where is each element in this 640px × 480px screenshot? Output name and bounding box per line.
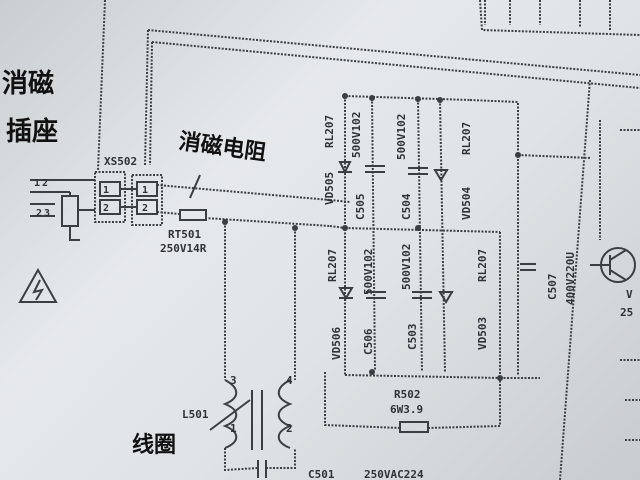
top-right-legend bbox=[484, 0, 611, 30]
transistor-label-25: 25 bbox=[620, 306, 633, 319]
demag-socket: 1 2 2 3 bbox=[30, 178, 95, 241]
cap-c506: C506 500V102 bbox=[362, 249, 386, 355]
diode-vd506-type: RL207 bbox=[326, 249, 339, 282]
cap-c501-value: 250VAC224 bbox=[364, 468, 424, 480]
cap-c507-ref: C507 bbox=[546, 274, 559, 301]
junction-dots bbox=[222, 93, 521, 381]
transistor-label-v: V bbox=[626, 288, 633, 301]
handwritten-coil-note: 线圈 bbox=[132, 432, 176, 458]
cap-c507: C507 400V220U bbox=[520, 252, 577, 305]
connector-pin-1: 1 bbox=[103, 185, 109, 196]
cap-c505-value: 500V102 bbox=[350, 112, 363, 158]
cap-c505-ref: C505 bbox=[354, 194, 367, 221]
socket-pin-3a: 2 bbox=[36, 208, 42, 219]
connector-pin-1b: 1 bbox=[142, 185, 148, 196]
cap-c501-ref: C501 bbox=[308, 468, 335, 480]
choke-pin-4: 4 bbox=[286, 374, 293, 387]
bridge-rectifier bbox=[329, 95, 591, 379]
connector-xs502: XS502 1 2 1 2 bbox=[94, 155, 163, 226]
connector-pin-2b: 2 bbox=[142, 203, 148, 214]
sheet-border bbox=[97, 0, 640, 480]
diode-vd506-ref: VD506 bbox=[330, 327, 343, 360]
thermistor-rt501: RT501 250V14R bbox=[160, 174, 207, 255]
choke-pin-1: 1 bbox=[230, 422, 237, 435]
choke-pin-3: 3 bbox=[230, 374, 237, 387]
resistor-r502: R502 6W3.9 bbox=[324, 372, 501, 433]
cap-c506-value: 500V102 bbox=[362, 249, 375, 295]
cap-c506-ref: C506 bbox=[362, 328, 375, 355]
handwritten-socket-line1: 消磁 bbox=[2, 68, 54, 99]
cap-c503-value: 500V102 bbox=[400, 244, 413, 290]
thermistor-value: 250V14R bbox=[160, 242, 207, 255]
socket-pin-3b: 3 bbox=[44, 208, 50, 219]
resistor-ref: R502 bbox=[394, 388, 421, 401]
thermistor-ref: RT501 bbox=[168, 228, 201, 241]
diode-vd503: VD503 RL207 bbox=[438, 249, 489, 350]
diode-vd503-ref: VD503 bbox=[476, 317, 489, 350]
diode-vd506: VD506 RL207 bbox=[326, 249, 354, 360]
choke-pin-2: 2 bbox=[286, 422, 293, 435]
cap-c504: C504 500V102 bbox=[395, 114, 428, 220]
handwritten-socket-line2: 插座 bbox=[6, 116, 58, 147]
resistor-value: 6W3.9 bbox=[390, 403, 423, 416]
handwritten-thermistor-note: 消磁电阻 bbox=[177, 128, 268, 166]
diode-vd504: VD504 RL207 bbox=[433, 122, 473, 220]
choke-ref: L501 bbox=[182, 408, 209, 421]
transistor-right: V 25 bbox=[590, 120, 640, 441]
socket-pin-1: 1 bbox=[34, 178, 40, 189]
cap-c501: C501 250VAC224 bbox=[224, 448, 424, 480]
connector-pin-2: 2 bbox=[103, 203, 109, 214]
cap-c504-ref: C504 bbox=[400, 193, 413, 220]
main-wiring bbox=[156, 184, 331, 380]
handwritten-notes: 消磁 插座 消磁电阻 线圈 bbox=[2, 68, 268, 458]
diode-vd504-type: RL207 bbox=[460, 122, 473, 155]
choke-l501: 3 4 1 2 L501 bbox=[182, 374, 293, 450]
cap-c503: C503 500V102 bbox=[400, 244, 432, 350]
diode-vd503-type: RL207 bbox=[476, 249, 489, 282]
cap-c507-value: 400V220U bbox=[564, 252, 577, 305]
cap-c503-ref: C503 bbox=[406, 324, 419, 351]
socket-pin-2: 2 bbox=[42, 178, 48, 189]
warning-triangle-icon bbox=[18, 267, 58, 303]
diode-vd505-ref: VD505 bbox=[323, 172, 336, 205]
cap-c504-value: 500V102 bbox=[395, 114, 408, 160]
diode-vd505: VD505 RL207 bbox=[323, 115, 352, 205]
diode-vd505-type: RL207 bbox=[323, 115, 336, 148]
cap-c505: C505 500V102 bbox=[350, 112, 385, 220]
connector-xs502-label: XS502 bbox=[104, 155, 137, 168]
diode-vd504-ref: VD504 bbox=[460, 187, 473, 220]
